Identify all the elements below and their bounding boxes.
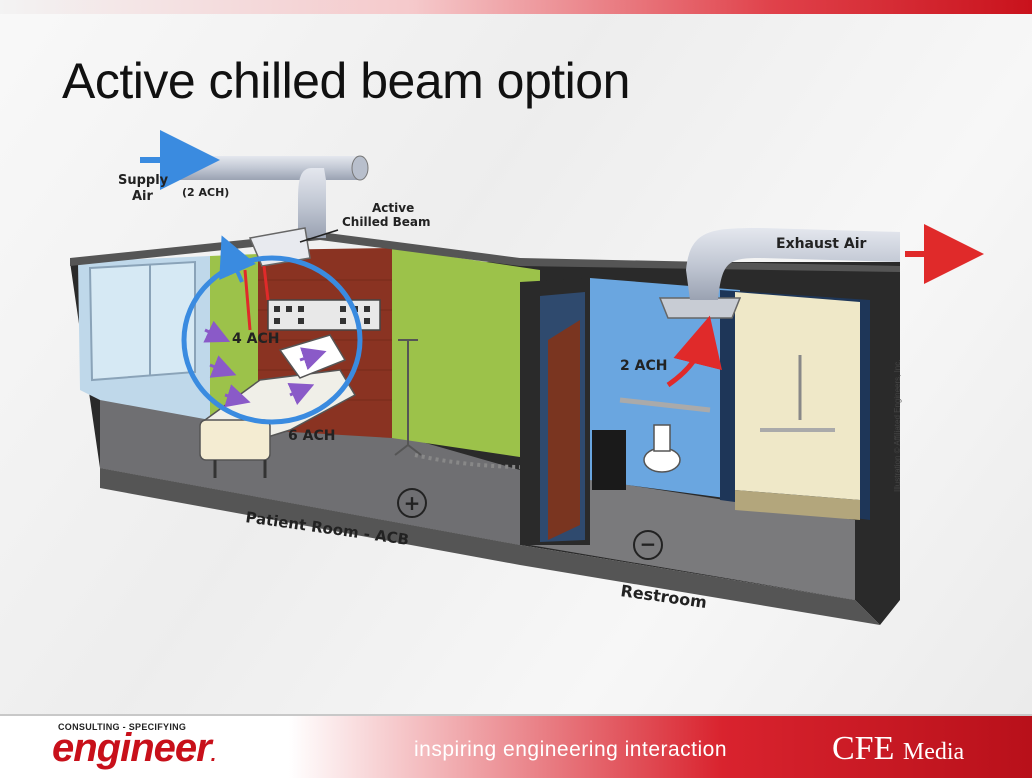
top-accent-bar [0, 0, 1032, 14]
acb-label: Active [372, 201, 414, 215]
restroom: − [520, 278, 870, 560]
air-circulation [181, 235, 363, 425]
cfe-media-logo: CFE Media [832, 730, 964, 768]
slide-title: Active chilled beam option [62, 53, 630, 109]
hvac-diagram: + − [70, 130, 984, 625]
logo-dot: . [210, 744, 216, 766]
negative-pressure-icon [633, 530, 663, 560]
logo-engineer: engineer. [52, 726, 216, 771]
illustration-credit: Illustration © Affiliated Engineers, Inc… [893, 360, 902, 492]
exhaust-air-label: Exhaust Air [776, 236, 867, 252]
footer-tagline: inspiring engineering interaction [414, 738, 728, 761]
acb-label-2: Chilled Beam [342, 215, 430, 229]
logo-word: engineer [52, 726, 212, 770]
supply-ach-label: (2 ACH) [182, 186, 229, 199]
exhaust-duct [686, 224, 984, 300]
ach-6-label: 6 ACH [288, 428, 335, 444]
supply-duct [140, 130, 369, 267]
acb-leader-line [299, 229, 339, 243]
media-text: Media [902, 739, 965, 765]
footer-bar: CONSULTING - SPECIFYING engineer. inspir… [0, 714, 1032, 778]
supply-air-label: Supply [118, 173, 169, 188]
positive-pressure-icon [397, 488, 427, 518]
restroom-ach-label: 2 ACH [620, 358, 667, 374]
negative-pressure-label: − [640, 532, 657, 556]
cfe-text: CFE [832, 730, 895, 767]
supply-air-label-2: Air [132, 189, 154, 204]
logo-subtitle: CONSULTING - SPECIFYING [58, 722, 187, 732]
ach-4-label: 4 ACH [232, 331, 279, 347]
positive-pressure-label: + [404, 491, 421, 515]
